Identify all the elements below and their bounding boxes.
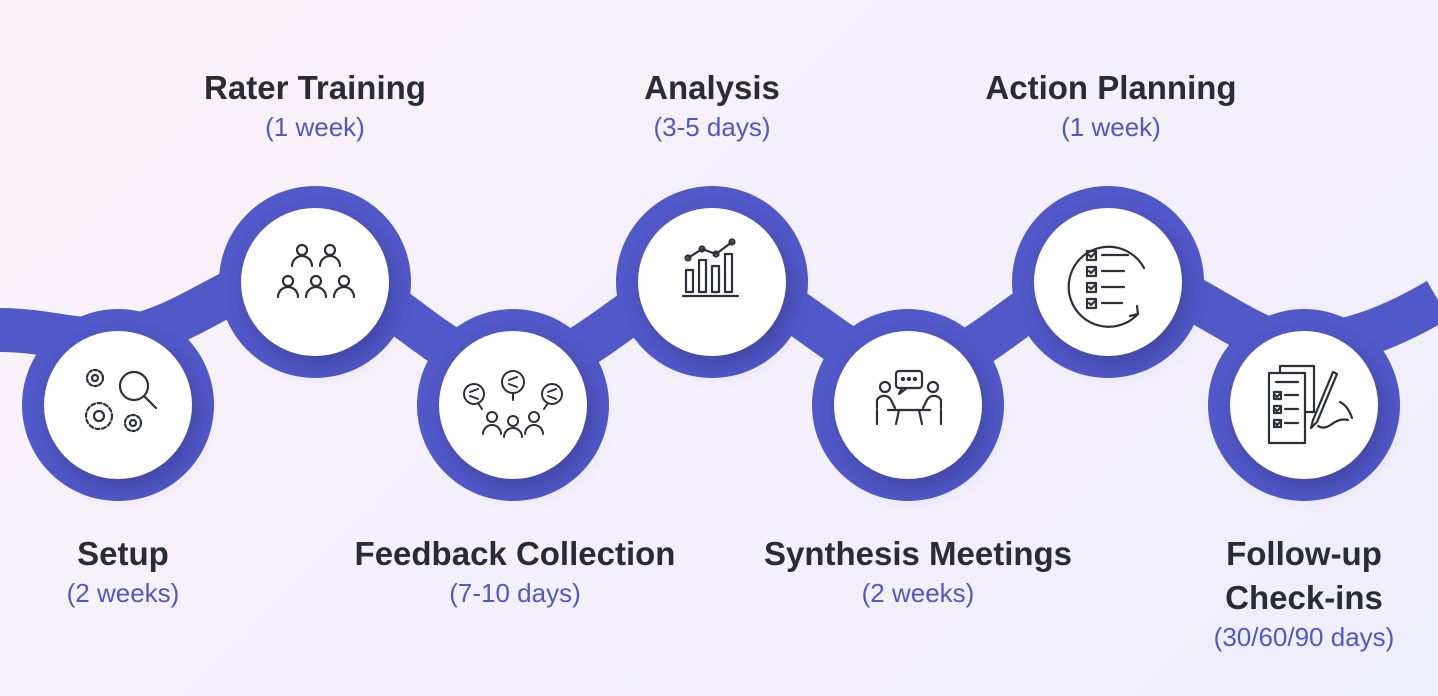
step-title: Feedback Collection <box>354 535 676 572</box>
checklist-refresh-icon <box>1067 245 1146 328</box>
step-setup: Setup (2 weeks) <box>0 532 303 610</box>
document-signing-icon <box>1267 364 1354 445</box>
step-duration: (7-10 days) <box>449 578 581 608</box>
step-synthesis-meetings: Synthesis Meetings (2 weeks) <box>738 532 1098 610</box>
step-title: Synthesis Meetings <box>763 535 1073 572</box>
step-duration: (1 week) <box>1061 112 1161 142</box>
step-title: Analysis <box>644 69 780 106</box>
step-duration: (1 week) <box>265 112 365 142</box>
step-duration: (2 weeks) <box>861 578 975 608</box>
step-title: Action Planning <box>985 69 1237 106</box>
circle-action-planning <box>1034 208 1182 356</box>
step-follow-up-check-ins: Follow-up Check-ins (30/60/90 days) <box>1174 532 1434 654</box>
step-duration: (3-5 days) <box>653 112 771 142</box>
circle-feedback-collection <box>439 331 587 479</box>
gears-search-icon <box>84 368 158 433</box>
step-rater-training: Rater Training (1 week) <box>135 66 495 144</box>
step-feedback-collection: Feedback Collection (7-10 days) <box>335 532 695 610</box>
step-action-planning: Action Planning (1 week) <box>931 66 1291 144</box>
step-title: Setup <box>77 535 169 572</box>
step-duration: (2 weeks) <box>66 578 180 608</box>
step-title: Rater Training <box>204 69 426 106</box>
circle-rater-training <box>241 208 389 356</box>
circle-synthesis-meetings <box>834 331 982 479</box>
growth-chart-icon <box>681 238 740 298</box>
group-people-icon <box>276 243 356 299</box>
people-share-bubbles-icon <box>463 370 563 438</box>
step-title-line-2: Check-ins <box>1225 579 1383 616</box>
step-title-line-1: Follow-up <box>1226 535 1382 572</box>
meeting-discussion-icon <box>875 369 943 426</box>
step-analysis: Analysis (3-5 days) <box>532 66 892 144</box>
step-duration: (30/60/90 days) <box>1213 622 1395 652</box>
circle-setup <box>44 331 192 479</box>
